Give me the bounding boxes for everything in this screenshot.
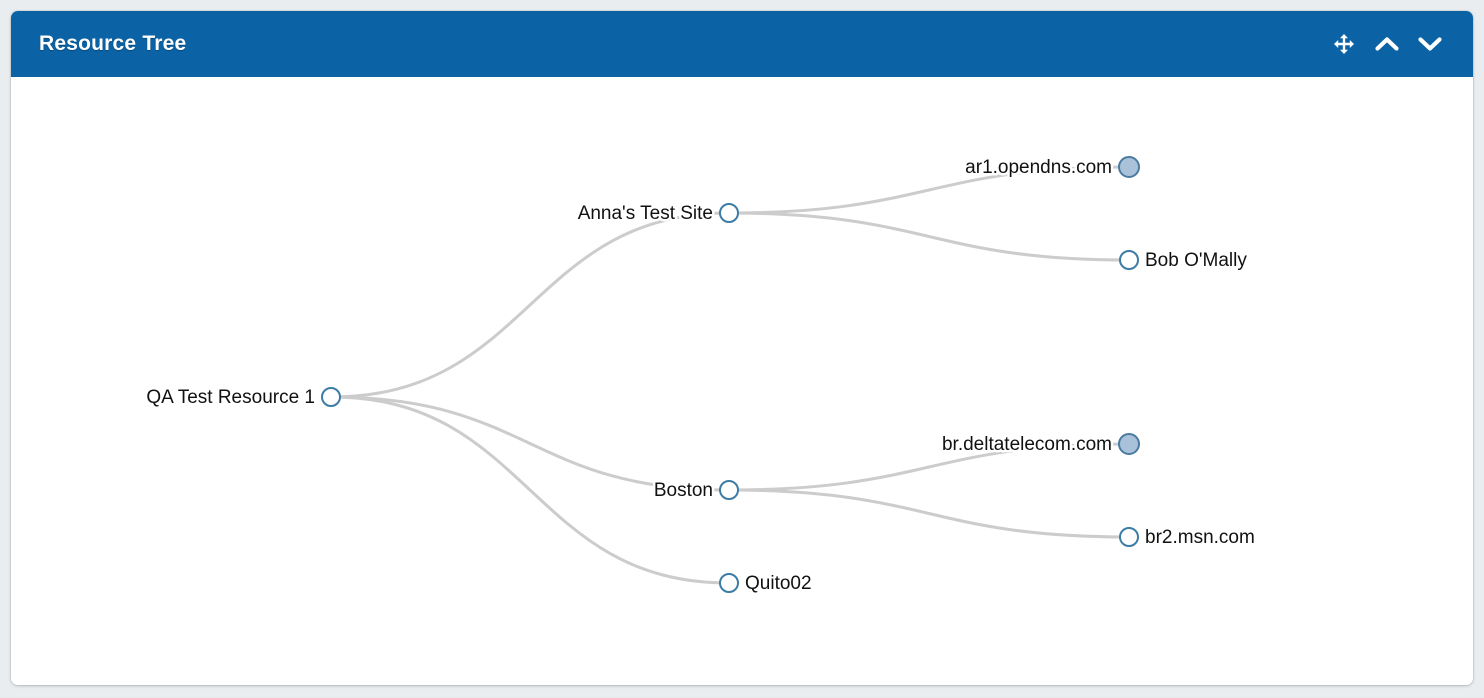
tree-links xyxy=(329,165,1131,585)
tree-node-label-halo: br.deltatelecom.com xyxy=(942,434,1112,455)
tree-node-label-halo: QA Test Resource 1 xyxy=(146,387,315,408)
tree-node-label[interactable]: Bob O'Mally xyxy=(1145,250,1247,271)
tree-link xyxy=(727,165,1131,215)
tree-node-label[interactable]: br2.msn.com xyxy=(1145,527,1255,548)
tree-node-label-halo: Boston xyxy=(654,480,713,501)
tree-node-label[interactable]: QA Test Resource 1 xyxy=(146,387,315,408)
tree-node-label-halo: ar1.opendns.com xyxy=(965,157,1112,178)
tree-link xyxy=(727,442,1131,492)
tree-graph[interactable]: QA Test Resource 1QA Test Resource 1 Anna… xyxy=(11,77,1473,685)
tree-node-label-halo: Anna's Test Site xyxy=(578,203,713,224)
tree-node-label[interactable]: Anna's Test Site xyxy=(578,203,713,224)
tree-node-label[interactable]: Boston xyxy=(654,480,713,501)
tree-link xyxy=(329,211,731,399)
tree-node-circle-hollow[interactable] xyxy=(719,480,739,500)
tree-node-circle-filled[interactable] xyxy=(1118,433,1140,455)
tree-link xyxy=(329,395,731,585)
page-title: Resource Tree xyxy=(39,32,187,55)
tree-node-label[interactable]: br.deltatelecom.com xyxy=(942,434,1112,455)
panel-header: Resource Tree xyxy=(11,11,1473,77)
tree-link xyxy=(727,211,1131,262)
panel-header-tools xyxy=(1331,11,1443,77)
tree-node-label[interactable]: ar1.opendns.com xyxy=(965,157,1112,178)
tree-node-circle-hollow[interactable] xyxy=(719,203,739,223)
tree-node-circle-hollow[interactable] xyxy=(719,573,739,593)
chevron-down-icon[interactable] xyxy=(1417,31,1443,57)
tree-link xyxy=(727,488,1131,539)
tree-node-circle-hollow[interactable] xyxy=(1119,527,1139,547)
tree-node-label-halo: Quito02 xyxy=(745,573,812,594)
chevron-up-icon[interactable] xyxy=(1374,31,1400,57)
tree-node-circle-hollow[interactable] xyxy=(1119,250,1139,270)
tree-node-label[interactable]: Quito02 xyxy=(745,573,812,594)
tree-nodes: QA Test Resource 1QA Test Resource 1 Anna… xyxy=(144,155,1257,597)
tree-link xyxy=(329,395,731,492)
tree-node-label-halo: Bob O'Mally xyxy=(1145,250,1247,271)
tree-node-label-halo: br2.msn.com xyxy=(1145,527,1255,548)
move-icon[interactable] xyxy=(1331,31,1357,57)
tree-node[interactable]: QA Test Resource 1QA Test Resource 1 xyxy=(144,385,341,411)
tree-node-circle-filled[interactable] xyxy=(1118,156,1140,178)
tree-node-circle-hollow[interactable] xyxy=(321,387,341,407)
